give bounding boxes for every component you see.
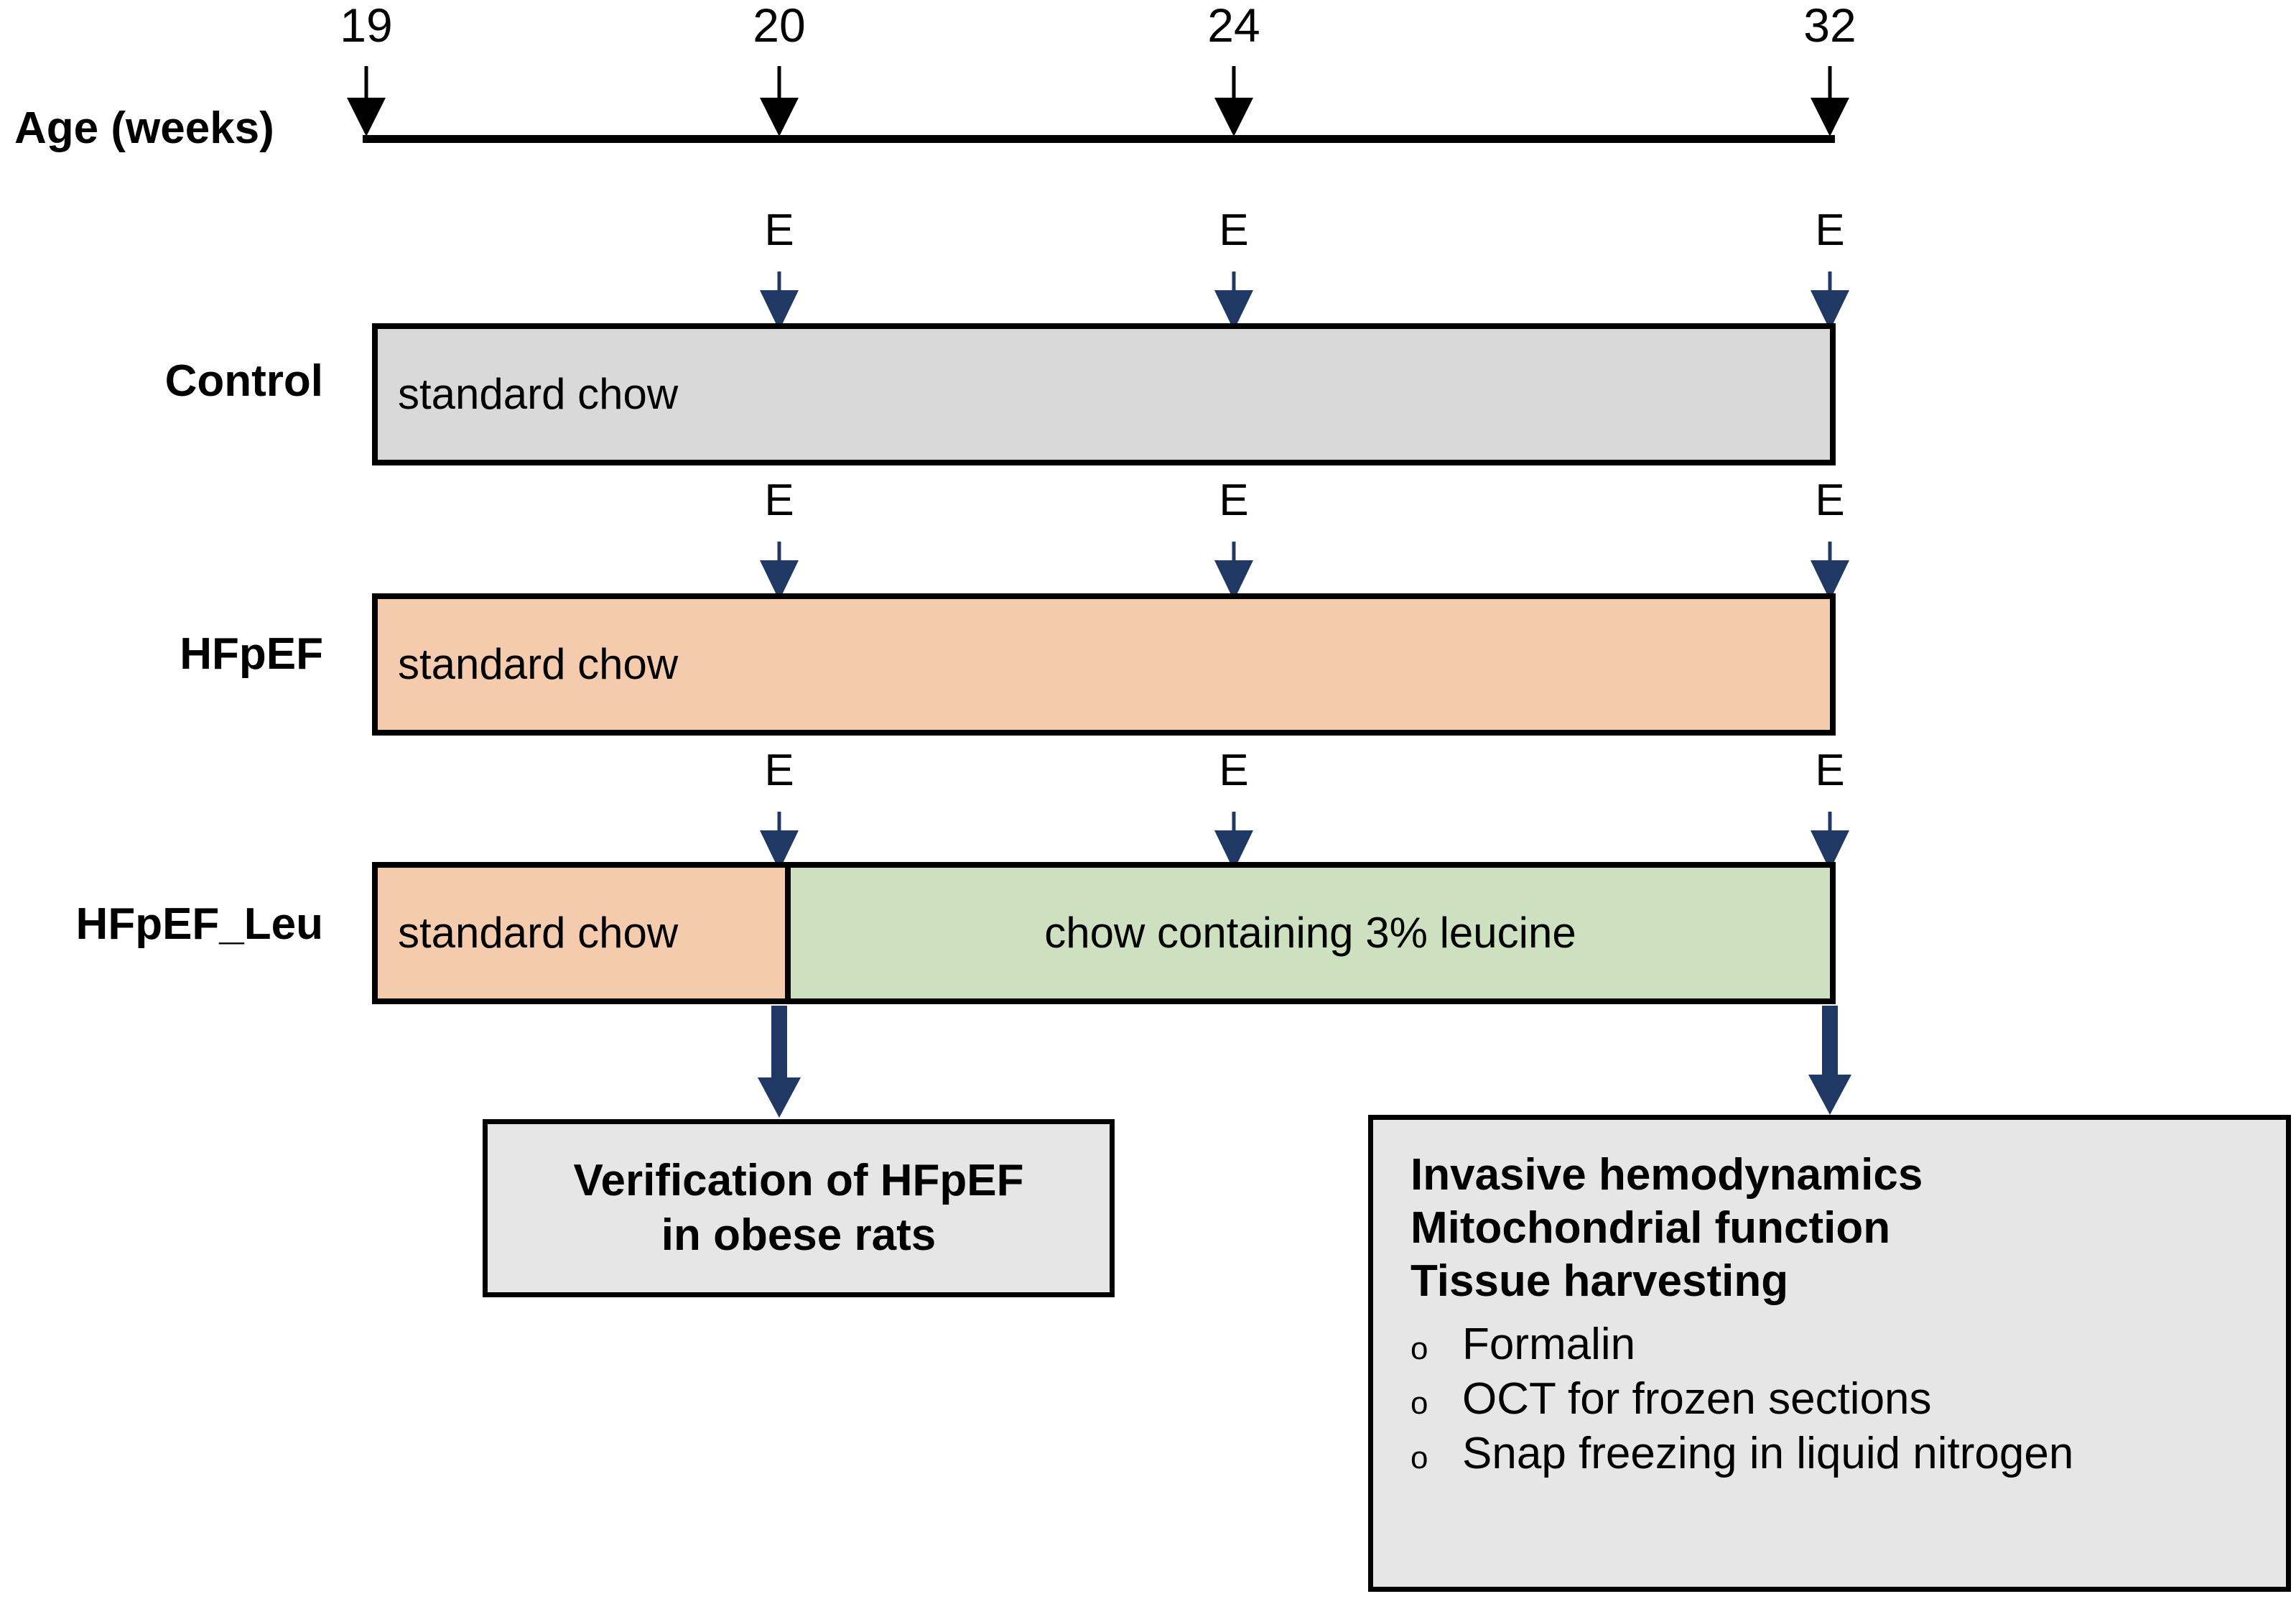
- echo-arrow-hfpefleu-w24: [1214, 812, 1254, 871]
- tissue-harvesting-list: o Formalin o OCT for frozen sections o S…: [1410, 1317, 2286, 1480]
- bar-segment-hfpefleu-leucine-chow: chow containing 3% leucine: [791, 868, 1830, 998]
- bar-segment-hfpef-standard-chow: standard chow: [378, 599, 1830, 730]
- timeline-axis: [363, 135, 1835, 143]
- tick-label-20: 20: [753, 0, 806, 52]
- hollow-circle-bullet-icon: o: [1410, 1440, 1428, 1475]
- list-item-label: Snap freezing in liquid nitrogen: [1462, 1428, 2074, 1478]
- bar-segment-hfpefleu-standard-chow: standard chow: [378, 868, 791, 998]
- echo-arrow-control-w20: [759, 272, 799, 330]
- list-item-label: Formalin: [1462, 1320, 1636, 1370]
- echo-label-control-w20: E: [764, 205, 794, 255]
- echo-arrow-control-w24: [1214, 272, 1254, 330]
- echo-label-hfpef-w20: E: [764, 476, 794, 525]
- tick-label-19: 19: [340, 0, 393, 52]
- list-item: o Formalin: [1410, 1317, 2286, 1372]
- hollow-circle-bullet-icon: o: [1410, 1331, 1428, 1367]
- treatment-bar-hfpef-leu: standard chow chow containing 3% leucine: [372, 862, 1836, 1004]
- group-label-control: Control: [164, 356, 323, 406]
- outcome-heading: Tissue harvesting: [1410, 1256, 1789, 1306]
- echo-label-hfpefleu-w32: E: [1815, 746, 1845, 795]
- tick-arrow-32: [1810, 66, 1850, 138]
- outcome-heading: Mitochondrial function: [1410, 1202, 1891, 1253]
- outcome-box-endpoints: Invasive hemodynamics Mitochondrial func…: [1368, 1115, 2291, 1592]
- echo-label-hfpef-w24: E: [1219, 476, 1249, 525]
- echo-arrow-hfpef-w32: [1810, 542, 1850, 601]
- echo-arrow-control-w32: [1810, 272, 1850, 330]
- tick-label-24: 24: [1207, 0, 1260, 52]
- outcome-heading: Invasive hemodynamics: [1410, 1150, 1923, 1200]
- outcome-line: in obese rats: [661, 1210, 936, 1260]
- echo-label-hfpef-w32: E: [1815, 476, 1845, 525]
- tick-arrow-20: [759, 66, 799, 138]
- echo-arrow-hfpefleu-w32: [1810, 812, 1850, 871]
- outcome-arrow-week20: [756, 1006, 802, 1121]
- list-item-label: OCT for frozen sections: [1462, 1373, 1932, 1424]
- echo-arrow-hfpef-w24: [1214, 542, 1254, 601]
- outcome-box-verification: Verification of HFpEF in obese rats: [483, 1119, 1115, 1297]
- echo-arrow-hfpefleu-w20: [759, 812, 799, 871]
- echo-label-control-w32: E: [1815, 205, 1845, 255]
- bar-segment-control-standard-chow: standard chow: [378, 329, 1830, 460]
- list-item: o Snap freezing in liquid nitrogen: [1410, 1427, 2286, 1481]
- outcome-arrow-week32: [1807, 1006, 1853, 1121]
- echo-label-control-w24: E: [1219, 205, 1249, 255]
- group-label-hfpef-leu: HFpEF_Leu: [75, 899, 323, 949]
- hollow-circle-bullet-icon: o: [1410, 1385, 1428, 1421]
- tick-label-32: 32: [1803, 0, 1856, 52]
- group-label-hfpef: HFpEF: [180, 629, 323, 679]
- echo-label-hfpefleu-w20: E: [764, 746, 794, 795]
- treatment-bar-hfpef: standard chow: [372, 593, 1836, 736]
- list-item: o OCT for frozen sections: [1410, 1372, 2286, 1427]
- echo-label-hfpefleu-w24: E: [1219, 746, 1249, 795]
- outcome-line: Verification of HFpEF: [573, 1156, 1024, 1206]
- treatment-bar-control: standard chow: [372, 323, 1836, 465]
- tick-arrow-19: [346, 66, 386, 138]
- echo-arrow-hfpef-w20: [759, 542, 799, 601]
- axis-row-label: Age (weeks): [14, 103, 274, 153]
- tick-arrow-24: [1214, 66, 1254, 138]
